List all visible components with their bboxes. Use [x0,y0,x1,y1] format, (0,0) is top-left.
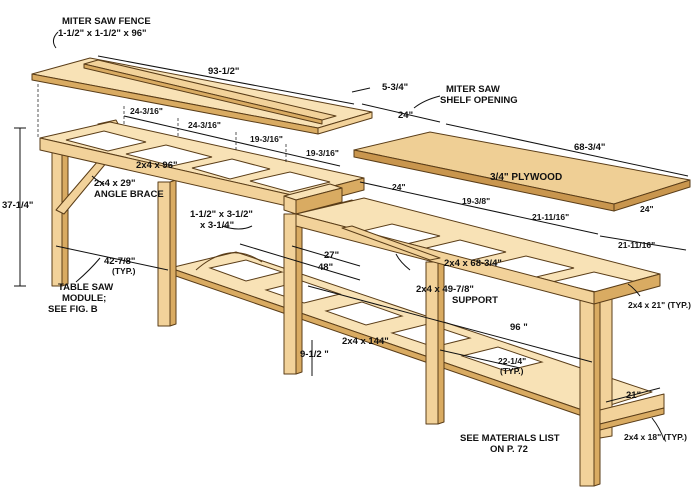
dim-42-7-8: 42-7/8" [104,256,135,267]
rail-68-label: 2x4 x 68-3/4" [444,258,502,269]
dim-section-1: 24-3/16" [130,106,163,116]
height-label: 37-1/4" [2,200,33,211]
dim-5-3-4: 5-3/4" [382,82,408,93]
rail-96-label: 2x4 x 96" [136,160,177,171]
typ-label-2: (TYP.) [500,366,524,376]
dim-96-lower: 96 " [510,322,528,333]
shelf-title-label: MITER SAW [446,84,500,95]
bottom-right-rail [599,393,665,431]
module-label-3: SEE FIG. B [48,304,98,315]
dim-27: 27" [324,250,339,261]
brace-size-label: 2x4 x 29" [94,178,135,189]
legs [51,147,613,487]
materials-note-1: SEE MATERIALS LIST [460,433,560,444]
plywood-top [353,131,691,212]
block-size-label: 1-1/2" x 3-1/2" [190,209,253,220]
module-label-1: TABLE SAW [58,282,113,293]
dim-48: 48" [318,262,333,273]
materials-note-2: ON P. 72 [490,444,528,455]
dim-22-1-4: 22-1/4" [498,356,526,366]
leader-lines [52,31,665,441]
shelf-subtitle-label: SHELF OPENING [440,95,518,106]
fence-size-label: 1-1/2" x 1-1/2" x 96" [58,28,147,39]
dim-9-1-2: 9-1/2 " [300,349,329,360]
plywood-label: 3/4" PLYWOOD [490,172,562,183]
dim-right-4: 24" [640,204,654,214]
dim-right-3: 21-11/16" [532,212,569,222]
block-depth-label: x 3-1/4" [200,220,234,231]
dimension-lines [14,55,689,403]
support-size-label: 2x4 x 49-7/8" [416,284,474,295]
fence-board [31,57,373,135]
fence-length-label: 93-1/2" [208,66,239,77]
labels: MITER SAW FENCE 1-1/2" x 1-1/2" x 96" 93… [2,16,691,455]
leg-21-label: 2x4 x 21" (TYP.) [628,300,691,310]
dim-section-2: 24-3/16" [188,120,221,130]
upper-right-frame [295,197,661,305]
dim-right-2: 19-3/8" [462,196,490,206]
fence-title-label: MITER SAW FENCE [62,16,151,27]
dim-right-1: 24" [392,182,406,192]
dim-section-4: 19-3/16" [306,148,339,158]
dim-right-5: 21-11/16" [618,240,655,250]
dim-24-top: 24" [398,110,413,121]
dim-section-3: 19-3/16" [250,134,283,144]
dim-21: 21" [626,390,641,401]
rail-144-label: 2x4 x 144" [342,336,389,347]
brace-name-label: ANGLE BRACE [94,189,164,200]
leg-18-label: 2x4 x 18" (TYP.) [624,432,687,442]
module-label-2: MODULE; [62,293,106,304]
dim-68-3-4: 68-3/4" [574,142,605,153]
typ-label-1: (TYP.) [112,266,136,276]
support-name-label: SUPPORT [452,295,498,306]
